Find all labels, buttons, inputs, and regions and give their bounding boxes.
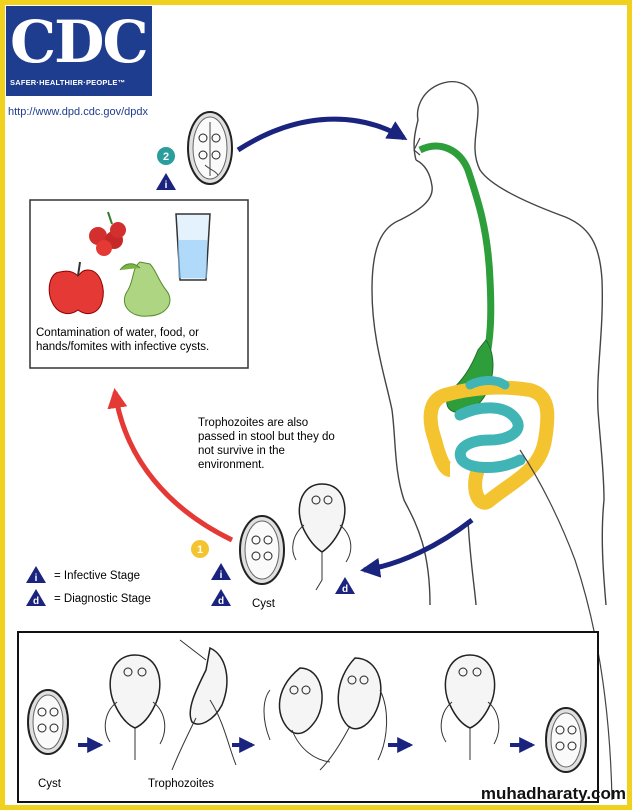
trophozoite-note: Trophozoites are also passed in stool bu… <box>198 417 335 471</box>
infective-mark-2: i <box>165 180 168 191</box>
cdc-tagline: SAFER·HEALTHIER·PEOPLE™ <box>10 78 126 87</box>
stage-2-number: 2 <box>163 151 169 163</box>
source-url[interactable]: http://www.dpd.cdc.gov/dpdx <box>8 106 149 118</box>
diagnostic-triangle-cyst: d <box>211 589 231 607</box>
arrow-ingestion <box>236 116 408 153</box>
arrow-passed-in-stool <box>360 518 474 578</box>
infective-triangle-stage-2: i <box>156 173 176 191</box>
cyst-stage-1 <box>239 515 285 585</box>
raspberries-icon <box>89 211 126 256</box>
diagnostic-triangle-trophozoite: d <box>335 577 355 595</box>
pear-icon <box>119 261 171 317</box>
cdc-logo: CDC SAFER·HEALTHIER·PEOPLE™ <box>6 6 152 96</box>
watermark: muhadharaty.com <box>480 784 626 803</box>
bottom-trophozoite-3 <box>440 654 500 760</box>
legend-infective-mark: i <box>35 573 38 584</box>
arrow-contamination <box>107 388 234 543</box>
cyst-stage-2 <box>187 111 233 185</box>
bottom-trophozoite-1 <box>104 654 166 760</box>
cyst-label: Cyst <box>252 598 275 610</box>
trophozoite-stage-1 <box>292 483 352 591</box>
bottom-cyst-label: Cyst <box>38 778 61 790</box>
bottom-trophozoite-2 <box>171 639 237 771</box>
bottom-cyst <box>27 689 69 755</box>
legend-diagnostic-label: = Diagnostic Stage <box>54 593 151 605</box>
apple-icon <box>48 261 104 315</box>
human-silhouette <box>371 81 607 606</box>
infective-mark-1: i <box>220 570 223 581</box>
cdc-logo-text: CDC <box>10 8 149 76</box>
stage-1-number: 1 <box>197 544 203 556</box>
legend-diagnostic-icon: d <box>26 589 46 607</box>
trophozoites-label: Trophozoites <box>148 778 215 790</box>
stage-2-circle <box>157 147 175 165</box>
legend-infective-label: = Infective Stage <box>54 570 140 582</box>
bottom-cyst-final <box>545 707 587 773</box>
legend-infective-icon: i <box>26 566 46 584</box>
diagnostic-mark-trophozoite: d <box>342 584 348 595</box>
diagnostic-mark-cyst: d <box>218 596 224 607</box>
dividing-trophozoites <box>263 657 388 771</box>
contamination-caption: Contamination of water, food, or hands/f… <box>36 327 210 353</box>
legend-diagnostic-mark: d <box>33 596 39 607</box>
glass-icon <box>175 213 211 281</box>
small-intestine <box>454 402 526 473</box>
infective-triangle-stage-1: i <box>211 563 231 581</box>
colon <box>423 380 555 510</box>
esophagus <box>418 142 495 361</box>
stage-1-circle <box>191 540 209 558</box>
